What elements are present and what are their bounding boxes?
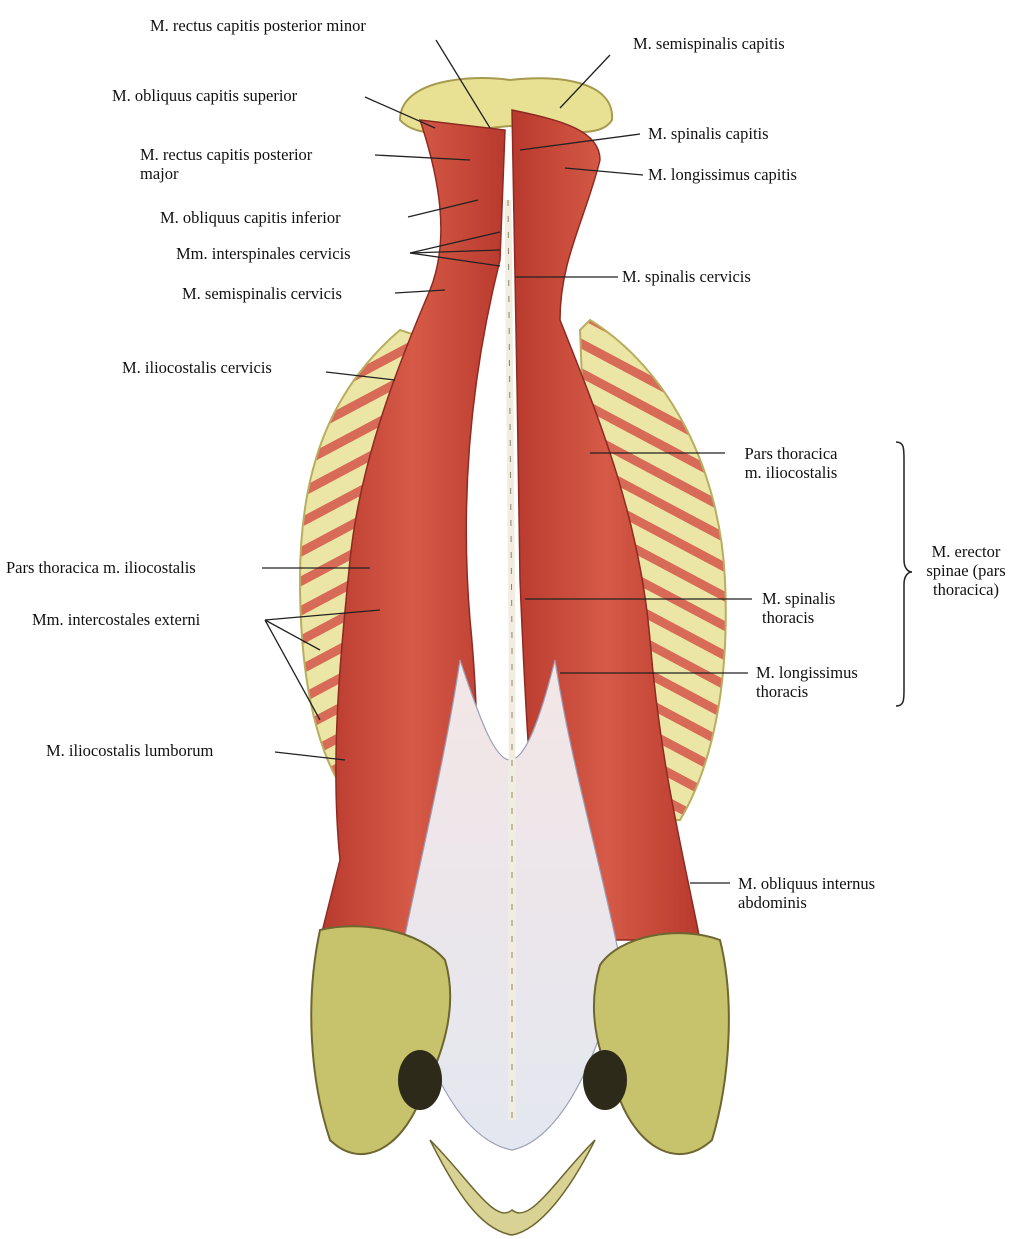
erector-spinae-brace xyxy=(895,441,913,707)
label-line: M. longissimus xyxy=(756,663,858,682)
label-semispinalis-capitis: M. semispinalis capitis xyxy=(633,34,785,53)
label-pars-thoracica-iliocostalis-right: Pars thoracica m. iliocostalis xyxy=(726,444,856,482)
label-obliquus-capitis-inferior: M. obliquus capitis inferior xyxy=(160,208,341,227)
label-rectus-capitis-posterior-minor: M. rectus capitis posterior minor xyxy=(150,16,366,35)
label-longissimus-capitis: M. longissimus capitis xyxy=(648,165,797,184)
label-obliquus-capitis-superior: M. obliquus capitis superior xyxy=(112,86,298,105)
leader-lines xyxy=(262,39,752,884)
pelvis-left xyxy=(310,925,452,1156)
label-spinalis-capitis: M. spinalis capitis xyxy=(648,124,769,143)
label-line: thoracica) xyxy=(933,580,999,599)
label-line: M. obliquus internus xyxy=(738,874,876,893)
label-rectus-capitis-posterior-major: M. rectus capitis posterior major xyxy=(140,145,312,183)
label-line: abdominis xyxy=(738,893,807,912)
vertebral-column xyxy=(504,199,516,1120)
label-line: M. erector xyxy=(931,542,1001,561)
label-line: major xyxy=(140,164,179,183)
sacrum xyxy=(429,1139,596,1236)
label-iliocostalis-cervicis: M. iliocostalis cervicis xyxy=(122,358,272,377)
label-longissimus-thoracis: M. longissimus thoracis xyxy=(756,663,858,701)
label-line: Pars thoracica xyxy=(744,444,838,463)
label-spinalis-cervicis: M. spinalis cervicis xyxy=(622,267,751,286)
label-iliocostalis-lumborum: M. iliocostalis lumborum xyxy=(46,741,214,760)
label-semispinalis-cervicis: M. semispinalis cervicis xyxy=(182,284,342,303)
label-interspinales-cervicis: Mm. interspinales cervicis xyxy=(176,244,351,263)
label-spinalis-thoracis: M. spinalis thoracis xyxy=(762,589,835,627)
label-line: M. rectus capitis posterior xyxy=(140,145,313,164)
label-line: thoracis xyxy=(756,682,809,701)
label-erector-spinae-group: M. erector spinae (pars thoracica) xyxy=(912,542,1020,599)
label-line: M. spinalis xyxy=(762,589,836,608)
label-line: spinae (pars xyxy=(926,561,1006,580)
label-obliquus-internus-abdominis: M. obliquus internus abdominis xyxy=(738,874,875,912)
label-intercostales-externi: Mm. intercostales externi xyxy=(32,610,201,629)
label-pars-thoracica-iliocostalis-left: Pars thoracica m. iliocostalis xyxy=(6,558,196,577)
pelvis-right xyxy=(592,932,730,1156)
label-line: m. iliocostalis xyxy=(744,463,838,482)
label-line: thoracis xyxy=(762,608,815,627)
